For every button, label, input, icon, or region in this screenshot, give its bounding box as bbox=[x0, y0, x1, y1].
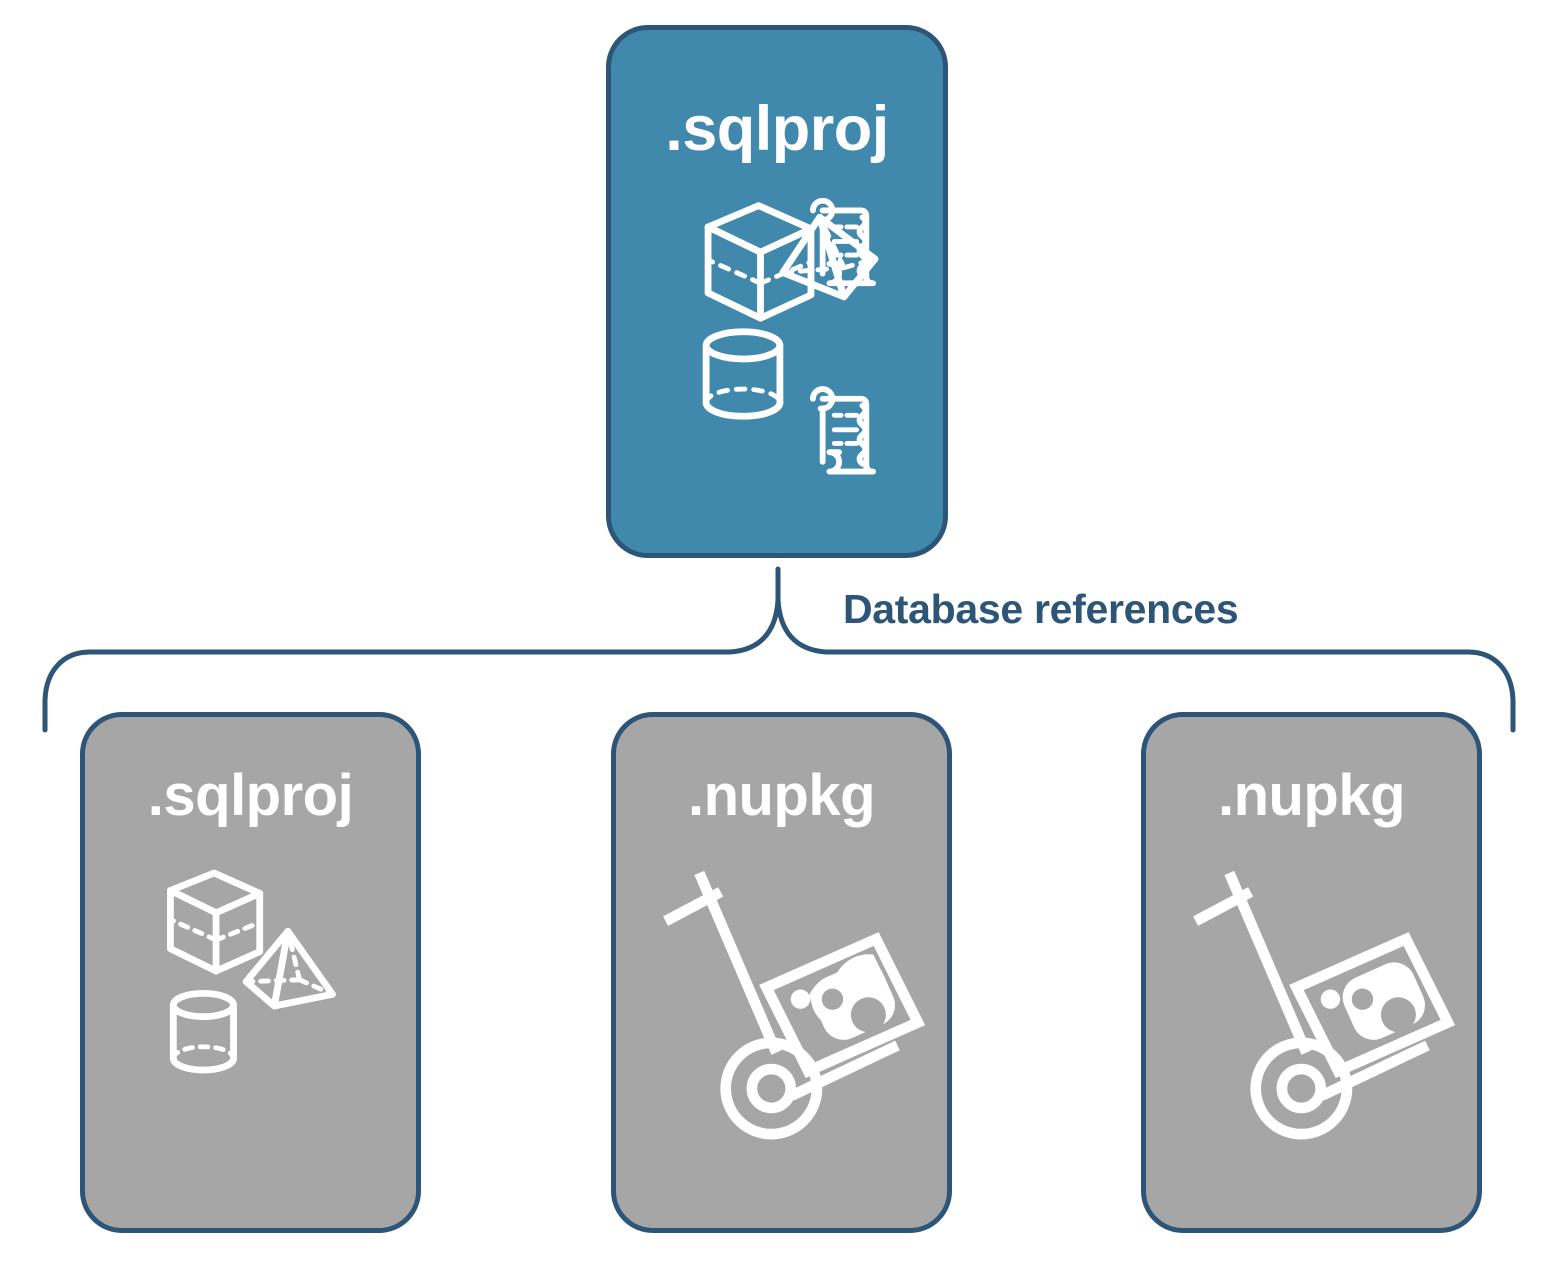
cylinder-icon bbox=[702, 328, 784, 420]
pyramid-icon bbox=[242, 927, 336, 1010]
reference-card-label: .nupkg bbox=[687, 763, 876, 828]
hand-truck-icon bbox=[1193, 870, 1430, 1101]
cylinder-icon bbox=[169, 989, 237, 1074]
reference-card-label: .nupkg bbox=[1217, 763, 1406, 828]
nuget-box-icon bbox=[1289, 932, 1456, 1078]
nuget-box-icon bbox=[759, 932, 926, 1078]
reference-card-nupkg-2[interactable]: .nupkg bbox=[1141, 712, 1482, 1233]
scroll-icon bbox=[810, 197, 877, 287]
pyramid-icon bbox=[779, 213, 879, 301]
cube-icon bbox=[167, 869, 264, 975]
root-card-label: .sqlproj bbox=[665, 94, 889, 164]
hand-truck-icon bbox=[663, 870, 900, 1101]
wheel-icon bbox=[1250, 1037, 1353, 1140]
cube-icon bbox=[704, 202, 815, 322]
brace-label: Database references bbox=[843, 586, 1239, 632]
reference-card-label: .sqlproj bbox=[147, 763, 354, 828]
root-sqlproj-card[interactable]: .sqlproj bbox=[606, 25, 948, 558]
reference-card-nupkg-1[interactable]: .nupkg bbox=[611, 712, 952, 1233]
scroll-icon bbox=[810, 386, 877, 475]
reference-card-sqlproj[interactable]: .sqlproj bbox=[80, 712, 421, 1233]
wheel-icon bbox=[720, 1037, 823, 1140]
